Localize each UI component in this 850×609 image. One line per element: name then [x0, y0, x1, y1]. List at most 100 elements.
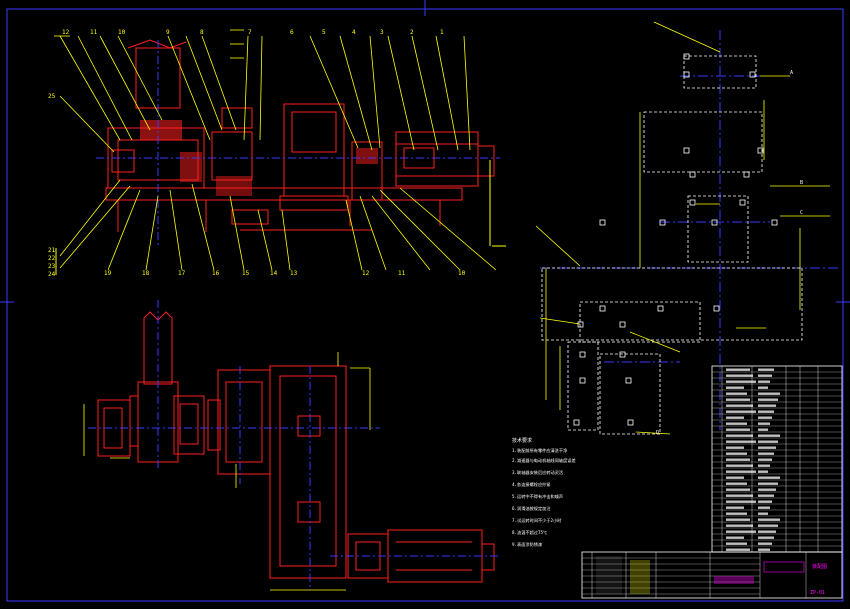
parts-list-entry [758, 494, 774, 497]
parts-list-entry [726, 536, 744, 539]
balloon-top-12: 1 [440, 29, 444, 36]
parts-list-entry [726, 518, 750, 521]
balloon-top-7: 6 [290, 29, 294, 36]
note-line-5: 5.运转中不得有冲击和噪声 [512, 493, 563, 500]
parts-list-entry [758, 536, 774, 539]
parts-list-entry [726, 488, 750, 491]
balloon-bottom-9: 11 [398, 270, 406, 277]
balloon-top-5: 8 [200, 29, 204, 36]
parts-list-entry [726, 482, 747, 485]
balloon-top-9: 4 [352, 29, 356, 36]
balloons-left: 21 22 23 24 25 [48, 93, 56, 278]
parts-list-entry [726, 398, 750, 401]
note-line-1: 1.装配前所有零件应清洗干净 [512, 447, 567, 454]
plan-label-d: D [656, 430, 659, 436]
parts-list-entry [726, 416, 744, 419]
balloon-top-4: 9 [166, 29, 170, 36]
parts-list-entry [758, 482, 778, 485]
balloon-top-11: 2 [410, 29, 414, 36]
parts-list-entry [758, 386, 768, 389]
parts-list-entry [726, 428, 750, 431]
balloon-top-2: 11 [90, 29, 98, 36]
parts-list-entry [726, 506, 744, 509]
parts-list-entry [758, 452, 774, 455]
parts-list-entry [758, 518, 780, 521]
parts-list-entry [758, 530, 776, 533]
drawing-number: ZP-01 [810, 590, 825, 596]
section-view [55, 39, 506, 275]
balloon-left-5: 25 [48, 93, 56, 100]
balloons-bottom: 19 18 17 16 15 14 13 12 11 10 [104, 270, 466, 277]
parts-list-entry [758, 506, 770, 509]
note-line-3: 3.联轴器安装后应转动灵活 [512, 469, 563, 476]
leader-lines-top [54, 29, 497, 271]
parts-list-entry [758, 488, 776, 491]
parts-list-entry [726, 500, 756, 503]
note-line-7: 7.试运转时间不少于2小时 [512, 517, 562, 524]
parts-list-entry [726, 386, 744, 389]
technical-notes: 技术要求 1.装配前所有零件应清洗干净 2.减速器与电动机轴线同轴度误差 3.联… [512, 437, 576, 548]
note-line-8: 8.油温不超过75℃ [512, 529, 547, 536]
balloon-bottom-1: 19 [104, 270, 112, 277]
drawing-name: 装配图 [812, 563, 827, 570]
parts-list-entry [726, 392, 747, 395]
parts-list-entry [758, 398, 778, 401]
parts-list-entry [726, 542, 747, 545]
note-line-2: 2.减速器与电动机轴线同轴度误差 [512, 457, 576, 464]
plan-view [83, 300, 500, 591]
parts-list-entry [758, 548, 770, 551]
note-line-6: 6.润滑油按规定加注 [512, 505, 551, 512]
parts-list-entry [726, 476, 744, 479]
plan-labels: A B C D [656, 70, 803, 436]
parts-list-entry [726, 452, 747, 455]
drawing-border [6, 8, 844, 602]
balloon-bottom-7: 13 [290, 270, 298, 277]
balloon-left-1: 21 [48, 247, 56, 254]
parts-list-entry [726, 446, 744, 449]
balloon-left-3: 23 [48, 263, 56, 270]
parts-list-entry [758, 422, 770, 425]
balloon-top-1: 12 [62, 29, 70, 36]
note-line-4: 4.各连接螺栓应拧紧 [512, 481, 551, 488]
parts-list-entry [726, 404, 753, 407]
parts-list-entry [758, 446, 776, 449]
parts-list-entry [758, 380, 770, 383]
parts-list-entry [726, 410, 756, 413]
balloon-bottom-4: 16 [212, 270, 220, 277]
title-block: 装配图 ZP-01 [581, 551, 843, 599]
parts-list-entry [758, 512, 768, 515]
parts-list-entry [758, 368, 774, 371]
balloon-bottom-8: 12 [362, 270, 370, 277]
parts-list-entry [758, 404, 776, 407]
parts-list-entry [758, 440, 778, 443]
parts-list-entry [726, 548, 750, 551]
foundation-plan: A B C D [535, 21, 840, 436]
balloon-bottom-10: 10 [458, 270, 466, 277]
balloon-left-2: 22 [48, 255, 56, 262]
parts-list-entry [726, 374, 753, 377]
parts-list-entry [726, 494, 753, 497]
parts-list-entry [758, 470, 768, 473]
balloon-top-8: 5 [322, 29, 326, 36]
parts-list-entry [726, 464, 753, 467]
parts-list-entry [758, 434, 780, 437]
parts-list-entry [758, 392, 780, 395]
balloon-bottom-2: 18 [142, 270, 150, 277]
parts-list-entry [726, 434, 753, 437]
plan-label-b: B [800, 180, 803, 186]
parts-list-entry [758, 500, 772, 503]
balloon-bottom-6: 14 [270, 270, 278, 277]
parts-list-entry [758, 458, 772, 461]
parts-list-entry [726, 470, 756, 473]
balloon-top-6: 7 [248, 29, 252, 36]
parts-list-entry [726, 512, 747, 515]
balloons-top: 12 11 10 9 8 7 6 5 4 3 2 1 [62, 29, 444, 36]
parts-list-entry [758, 524, 778, 527]
parts-list-entry [758, 542, 772, 545]
parts-list-entry [758, 410, 774, 413]
balloon-bottom-3: 17 [178, 270, 186, 277]
parts-list-entry [758, 428, 768, 431]
parts-list-entry [726, 524, 753, 527]
parts-list-entry [726, 368, 750, 371]
